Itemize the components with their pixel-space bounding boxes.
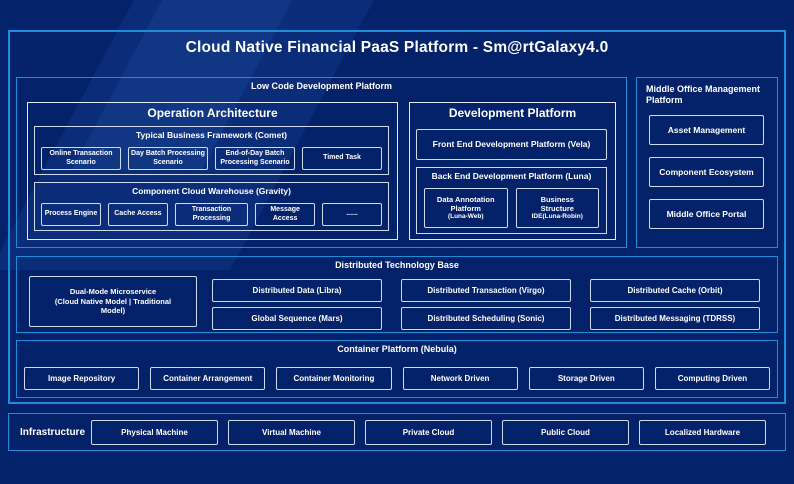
- item-public-cloud: Public Cloud: [502, 420, 629, 445]
- item-image-repository: Image Repository: [24, 367, 140, 390]
- item-component-ecosystem: Component Ecosystem: [649, 157, 764, 187]
- section-middle-office-management-platform: Middle Office Management Platform Asset …: [636, 77, 778, 248]
- item-distributed-messaging: Distributed Messaging (TDRSS): [590, 307, 760, 330]
- item-label-line: Data Annotation: [436, 194, 495, 204]
- item-label-line: Dual-Mode Microservice: [69, 287, 157, 297]
- group-back-end-development-platform: Back End Development Platform (Luna) Dat…: [416, 167, 607, 234]
- item-end-of-day-batch-processing-scenario: End-of-Day Batch Processing Scenario: [215, 147, 295, 170]
- item-ellipsis: ......: [322, 203, 382, 226]
- item-computing-driven: Computing Driven: [654, 367, 771, 390]
- item-storage-driven: Storage Driven: [528, 367, 644, 390]
- item-container-arrangement: Container Arrangement: [150, 367, 266, 390]
- item-label-line: Platform: [450, 203, 481, 213]
- group-typical-business-framework: Typical Business Framework (Comet) Onlin…: [34, 126, 389, 175]
- item-network-driven: Network Driven: [402, 367, 518, 390]
- item-distributed-data: Distributed Data (Libra): [212, 279, 382, 302]
- section-label-distributed-technology-base: Distributed Technology Base: [335, 260, 459, 270]
- section-label-container-platform: Container Platform (Nebula): [337, 344, 457, 354]
- item-day-batch-processing-scenario: Day Batch Processing Scenario: [128, 147, 208, 170]
- item-distributed-cache: Distributed Cache (Orbit): [590, 279, 760, 302]
- item-distributed-scheduling: Distributed Scheduling (Sonic): [401, 307, 571, 330]
- item-label-line: (Cloud Native Model | Traditional Model): [54, 296, 172, 316]
- item-global-sequence: Global Sequence (Mars): [212, 307, 382, 330]
- item-container-monitoring: Container Monitoring: [276, 367, 392, 390]
- panel-title-development-platform: Development Platform: [448, 106, 577, 120]
- component-cloud-warehouse-items: Process Engine Cache Access Transaction …: [41, 203, 382, 226]
- panel-title-operation-architecture: Operation Architecture: [147, 106, 278, 120]
- item-label-line: Business: [540, 194, 574, 204]
- panel-operation-architecture: Operation Architecture Typical Business …: [27, 102, 398, 240]
- back-end-items: Data Annotation Platform (Luna-Web) Busi…: [424, 188, 599, 228]
- section-label-middle-office: Middle Office Management Platform: [646, 84, 761, 106]
- section-label-infrastructure: Infrastructure: [20, 426, 86, 438]
- group-label-component-cloud-warehouse: Component Cloud Warehouse (Gravity): [132, 186, 291, 196]
- panel-development-platform: Development Platform Front End Developme…: [409, 102, 616, 240]
- item-business-structure-ide: Business Structure IDE(Luna-Robin): [515, 188, 599, 228]
- section-infrastructure: Infrastructure Physical Machine Virtual …: [8, 413, 786, 451]
- item-physical-machine: Physical Machine: [91, 420, 218, 445]
- item-private-cloud: Private Cloud: [365, 420, 492, 445]
- section-label-low-code: Low Code Development Platform: [250, 81, 393, 91]
- item-distributed-transaction: Distributed Transaction (Virgo): [401, 279, 571, 302]
- item-localized-hardware: Localized Hardware: [639, 420, 766, 445]
- item-label-sub: IDE(Luna-Robin): [531, 213, 583, 221]
- item-front-end-development-platform: Front End Development Platform (Vela): [416, 129, 607, 160]
- item-data-annotation-platform: Data Annotation Platform (Luna-Web): [424, 188, 508, 228]
- group-component-cloud-warehouse: Component Cloud Warehouse (Gravity) Proc…: [34, 182, 389, 231]
- distributed-items-grid: Distributed Data (Libra) Distributed Tra…: [212, 279, 760, 330]
- item-online-transaction-scenario: Online Transaction Scenario: [41, 147, 121, 170]
- group-label-back-end-development-platform: Back End Development Platform (Luna): [431, 171, 592, 181]
- item-message-access: Message Access: [255, 203, 316, 226]
- item-dual-mode-microservice: Dual-Mode Microservice (Cloud Native Mod…: [29, 276, 197, 327]
- group-label-typical-business-framework: Typical Business Framework (Comet): [136, 130, 287, 140]
- item-virtual-machine: Virtual Machine: [228, 420, 355, 445]
- section-container-platform: Container Platform (Nebula) Image Reposi…: [16, 340, 778, 398]
- item-transaction-processing: Transaction Processing: [174, 203, 249, 226]
- item-label-sub: (Luna-Web): [447, 213, 484, 221]
- typical-business-framework-items: Online Transaction Scenario Day Batch Pr…: [41, 147, 382, 170]
- container-platform-items: Image Repository Container Arrangement C…: [24, 367, 771, 390]
- section-distributed-technology-base: Distributed Technology Base Dual-Mode Mi…: [16, 256, 778, 333]
- infrastructure-items: Physical Machine Virtual Machine Private…: [91, 420, 766, 445]
- page-title: Cloud Native Financial PaaS Platform - S…: [185, 39, 609, 56]
- section-low-code-development-platform: Low Code Development Platform Operation …: [16, 77, 627, 248]
- item-timed-task: Timed Task: [302, 147, 382, 170]
- item-label-line: Structure: [540, 203, 574, 213]
- item-middle-office-portal: Middle Office Portal: [649, 199, 764, 229]
- item-process-engine: Process Engine: [41, 203, 101, 226]
- item-cache-access: Cache Access: [107, 203, 168, 226]
- item-asset-management: Asset Management: [649, 115, 764, 145]
- platform-frame: Cloud Native Financial PaaS Platform - S…: [8, 30, 786, 404]
